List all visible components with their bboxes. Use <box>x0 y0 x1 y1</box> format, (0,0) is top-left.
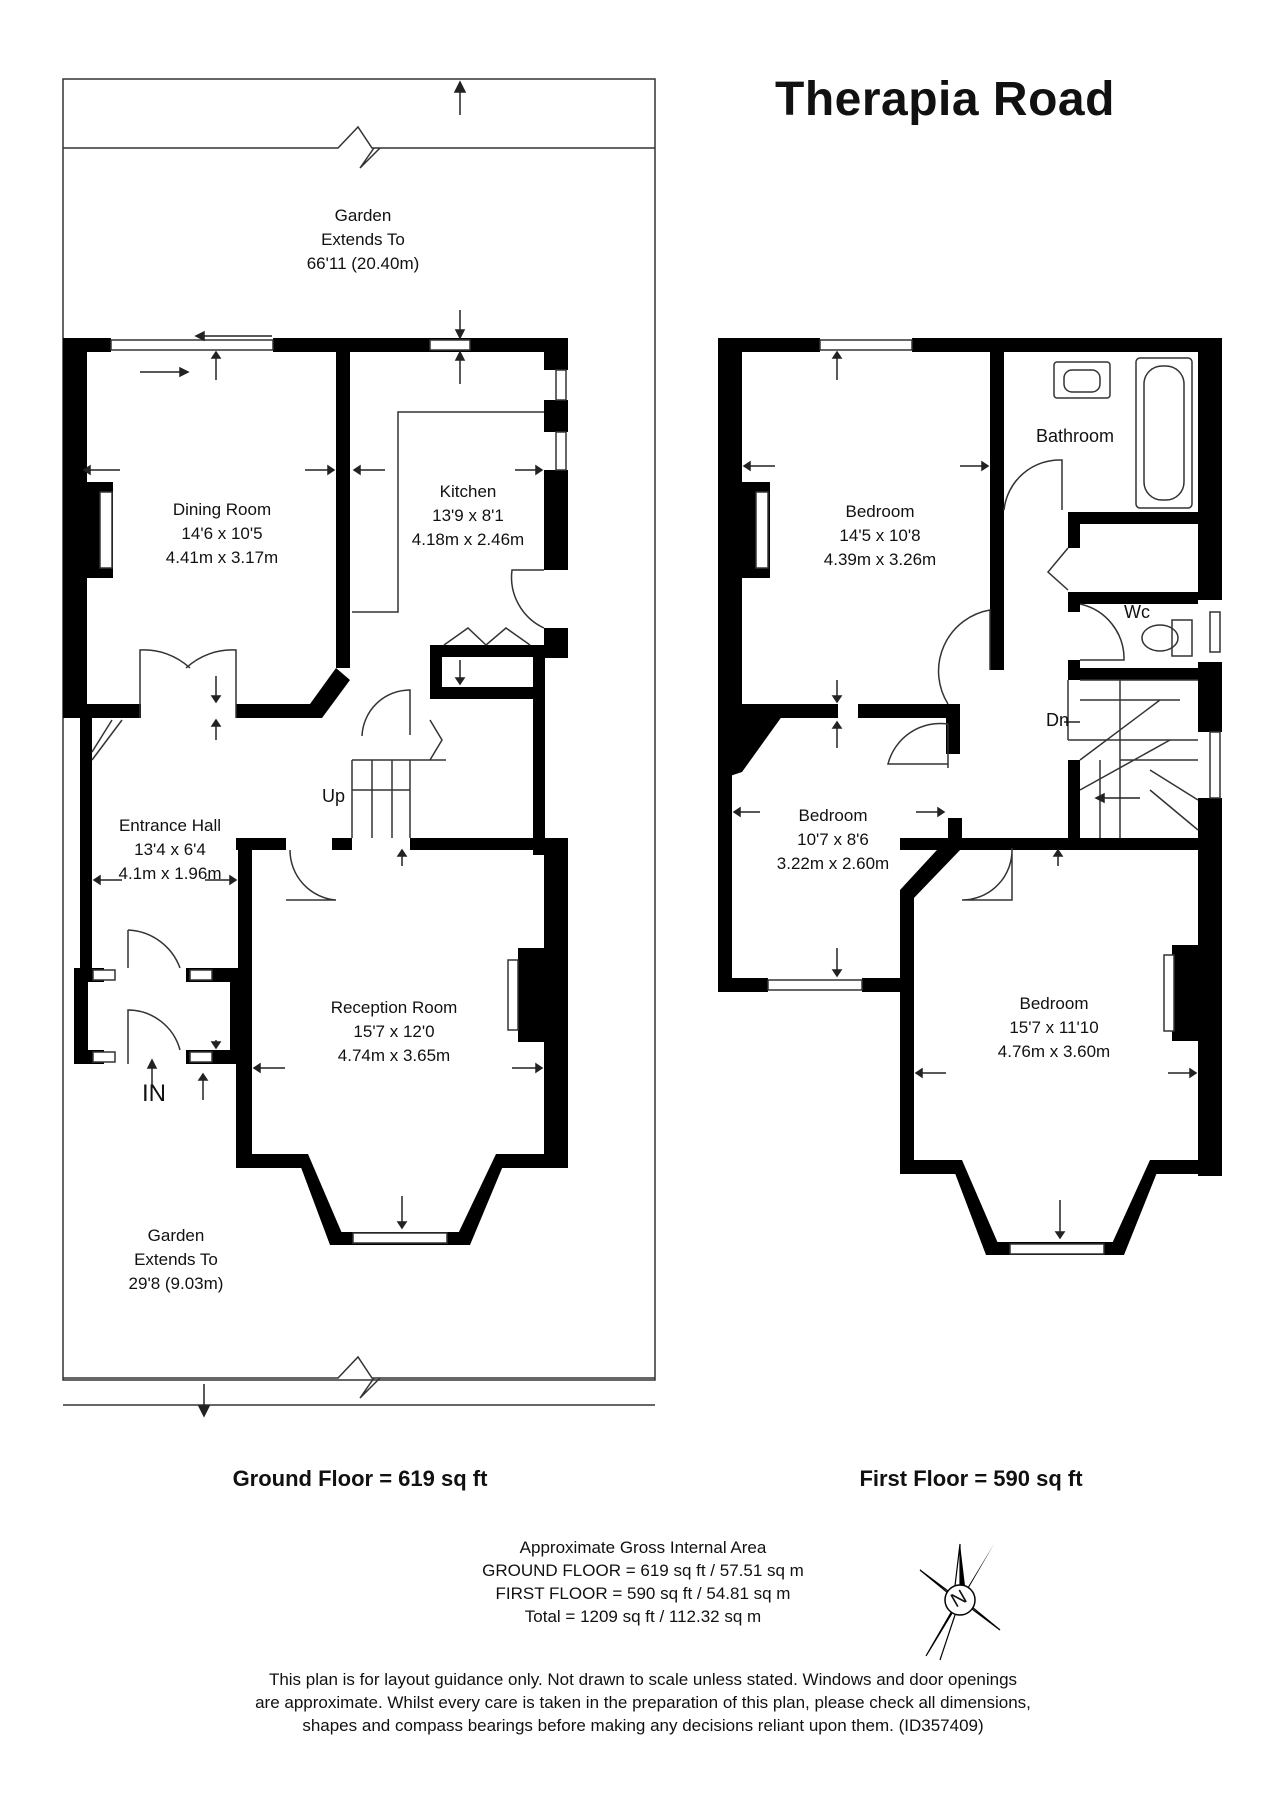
kitchen-label: Kitchen 13'9 x 8'1 4.18m x 2.46m <box>411 482 525 549</box>
rear-garden-inner-line <box>63 125 655 169</box>
compass-icon <box>919 1543 1001 1661</box>
dining-room-label: Dining Room 14'6 x 10'5 4.41m x 3.17m <box>165 500 279 567</box>
bathroom-label: Bathroom <box>1036 426 1115 446</box>
front-garden-label: Garden Extends To 29'8 (9.03m) <box>128 1226 224 1293</box>
ground-floor-total: Ground Floor = 619 sq ft <box>232 1466 488 1491</box>
disclaimer: This plan is for layout guidance only. N… <box>255 1670 1031 1735</box>
bedroom-front-label: Bedroom 15'7 x 11'10 4.76m x 3.60m <box>997 994 1111 1061</box>
page-title: Therapia Road <box>775 73 1115 126</box>
entrance-hall-label: Entrance Hall 13'4 x 6'4 4.1m x 1.96m <box>118 816 222 883</box>
wc-label: Wc <box>1124 602 1150 622</box>
entry-label: IN <box>142 1080 166 1107</box>
first-floor-total: First Floor = 590 sq ft <box>859 1466 1083 1491</box>
reception-room-label: Reception Room 15'7 x 12'0 4.74m x 3.65m <box>330 998 458 1065</box>
rear-garden-label: Garden Extends To 66'11 (20.40m) <box>306 206 420 273</box>
stairs-up-label: Up <box>322 786 346 806</box>
front-garden-break <box>63 1355 655 1399</box>
kitchen-counter <box>352 411 544 613</box>
bedroom-small-label: Bedroom 10'7 x 8'6 3.22m x 2.60m <box>776 806 890 873</box>
gross-internal-area: Approximate Gross Internal Area GROUND F… <box>482 1538 804 1626</box>
stairs-down-label: Dn <box>1046 710 1070 730</box>
rear-garden-outline <box>62 78 656 1381</box>
bedroom-rear-label: Bedroom 14'5 x 10'8 4.39m x 3.26m <box>823 502 937 569</box>
